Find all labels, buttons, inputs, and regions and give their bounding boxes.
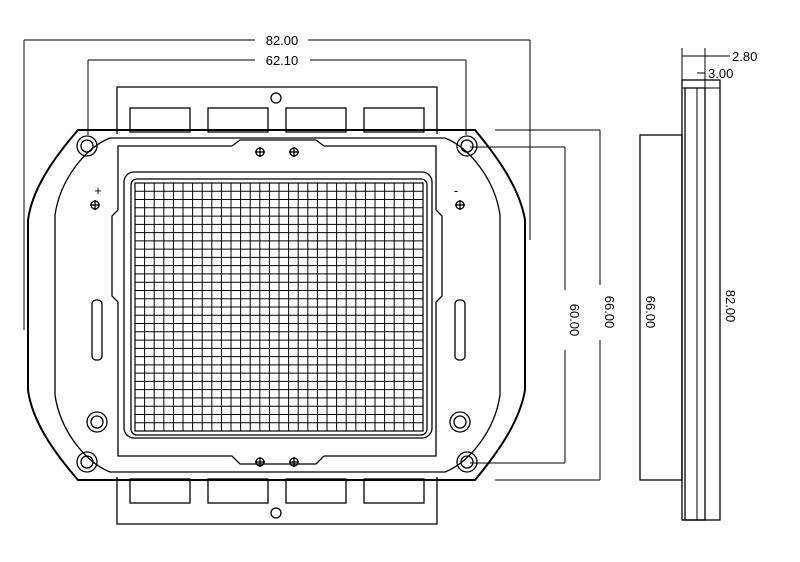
dim-label-82-top: 82.00 (266, 33, 299, 48)
dim-label-3-00: 3.00 (708, 66, 733, 81)
dim-label-62-top: 62.10 (266, 53, 299, 68)
dim-label-60: 60.00 (567, 304, 582, 337)
polarity-positive-label: + (94, 183, 102, 198)
side-view: 2.80 3.00 66.00 82.00 (639, 48, 757, 521)
dim-label-2-80: 2.80 (732, 49, 757, 64)
polarity-negative-label: - (454, 183, 458, 198)
dim-label-side-82: 82.00 (723, 290, 738, 323)
dimension-top-62: 62.10 (87, 53, 467, 135)
dimension-right-66: 66.00 (495, 129, 617, 481)
led-chip-grid (134, 182, 424, 432)
module-body: + - (27, 86, 526, 525)
dimension-top-82: 82.00 (23, 33, 531, 330)
dim-label-66: 66.00 (602, 296, 617, 329)
dimension-right-60: 60.00 (470, 146, 582, 464)
dim-label-side-66: 66.00 (643, 296, 658, 329)
